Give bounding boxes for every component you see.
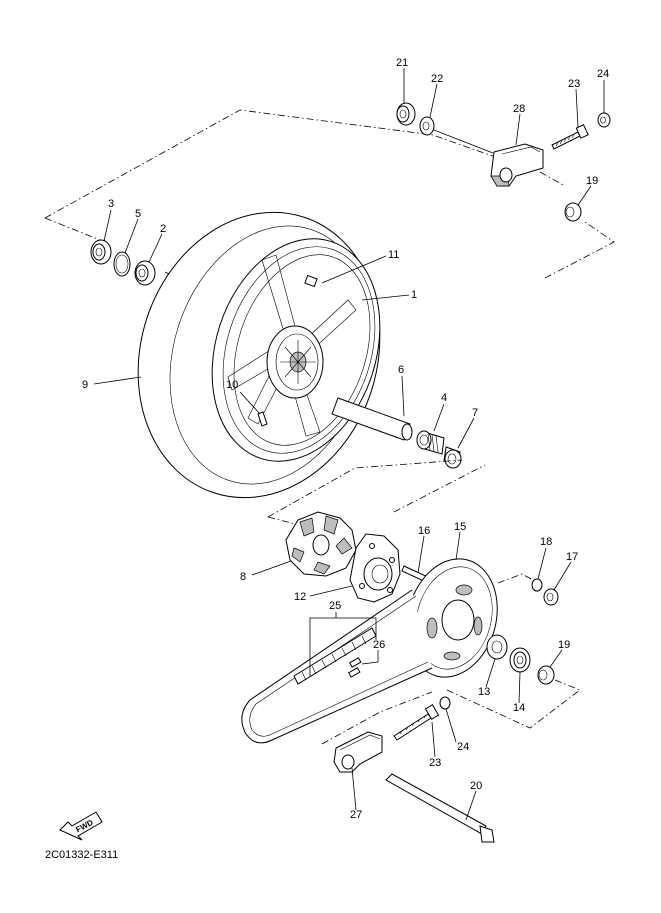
callout-2: 2 xyxy=(160,223,166,235)
callout-1: 1 xyxy=(411,289,417,301)
callout-7: 7 xyxy=(472,407,478,419)
callout-22: 22 xyxy=(431,73,443,85)
callout-19: 19 xyxy=(586,175,598,187)
nut-24-upper xyxy=(597,112,611,128)
callout-20: 20 xyxy=(470,780,482,792)
nut-21 xyxy=(396,102,416,126)
bolt-23-upper xyxy=(551,124,589,150)
washer-22 xyxy=(419,116,435,136)
callout-12: 12 xyxy=(294,591,306,603)
spacer-6 xyxy=(331,397,413,441)
callout-23: 23 xyxy=(429,757,441,769)
callout-6: 6 xyxy=(398,364,404,376)
collar-19-upper xyxy=(564,202,582,222)
forward-arrow-icon: FWD xyxy=(59,811,103,841)
callout-23: 23 xyxy=(568,78,580,90)
chain-adjuster-28 xyxy=(490,143,544,187)
callout-5: 5 xyxy=(135,208,141,220)
bearing-2 xyxy=(134,260,156,286)
callout-numbers: 21 22 23 24 28 19 3 5 2 11 1 9 10 6 4 7 … xyxy=(82,57,609,821)
sprocket-hub-12 xyxy=(349,533,401,603)
bearing-4 xyxy=(416,430,445,455)
nut-17 xyxy=(543,588,559,606)
nut-24-lower xyxy=(439,696,451,710)
callout-27: 27 xyxy=(350,809,362,821)
callout-26: 26 xyxy=(373,639,385,651)
callout-17: 17 xyxy=(566,551,578,563)
callout-15: 15 xyxy=(454,521,466,533)
callout-28: 28 xyxy=(513,103,525,115)
circlip-5 xyxy=(113,251,131,277)
callout-16: 16 xyxy=(418,525,430,537)
callout-25: 25 xyxy=(329,600,341,612)
callout-11: 11 xyxy=(388,249,399,261)
drive-chain-25 xyxy=(241,589,433,744)
damper-8 xyxy=(285,511,357,577)
callout-8: 8 xyxy=(240,571,246,583)
lower-assembly-frame xyxy=(446,573,581,729)
bolt-23-lower xyxy=(393,704,440,741)
sprocket-15 xyxy=(406,558,498,678)
callout-9: 9 xyxy=(82,379,88,391)
bearing-14 xyxy=(509,647,531,673)
washer-18 xyxy=(531,578,543,592)
collar-19-lower xyxy=(537,665,555,685)
callout-18: 18 xyxy=(540,536,552,548)
wheel-axle-20 xyxy=(385,773,495,843)
bearing-3 xyxy=(90,239,112,265)
callout-24: 24 xyxy=(457,741,469,753)
callout-19: 19 xyxy=(558,639,570,651)
bearing-13 xyxy=(486,634,508,660)
chain-joint-26 xyxy=(347,657,362,678)
middle-assembly-frame xyxy=(267,459,486,525)
callout-13: 13 xyxy=(478,686,490,698)
callout-3: 3 xyxy=(108,198,114,210)
callout-10: 10 xyxy=(226,379,238,391)
drawing-code: 2C01332-E311 xyxy=(45,849,118,861)
collar-7 xyxy=(443,446,462,469)
callout-4: 4 xyxy=(441,392,447,404)
leader-lines xyxy=(93,68,605,821)
chain-adjuster-27 xyxy=(333,731,383,773)
callout-24: 24 xyxy=(597,68,609,80)
callout-14: 14 xyxy=(513,702,525,714)
callout-21: 21 xyxy=(396,57,408,69)
